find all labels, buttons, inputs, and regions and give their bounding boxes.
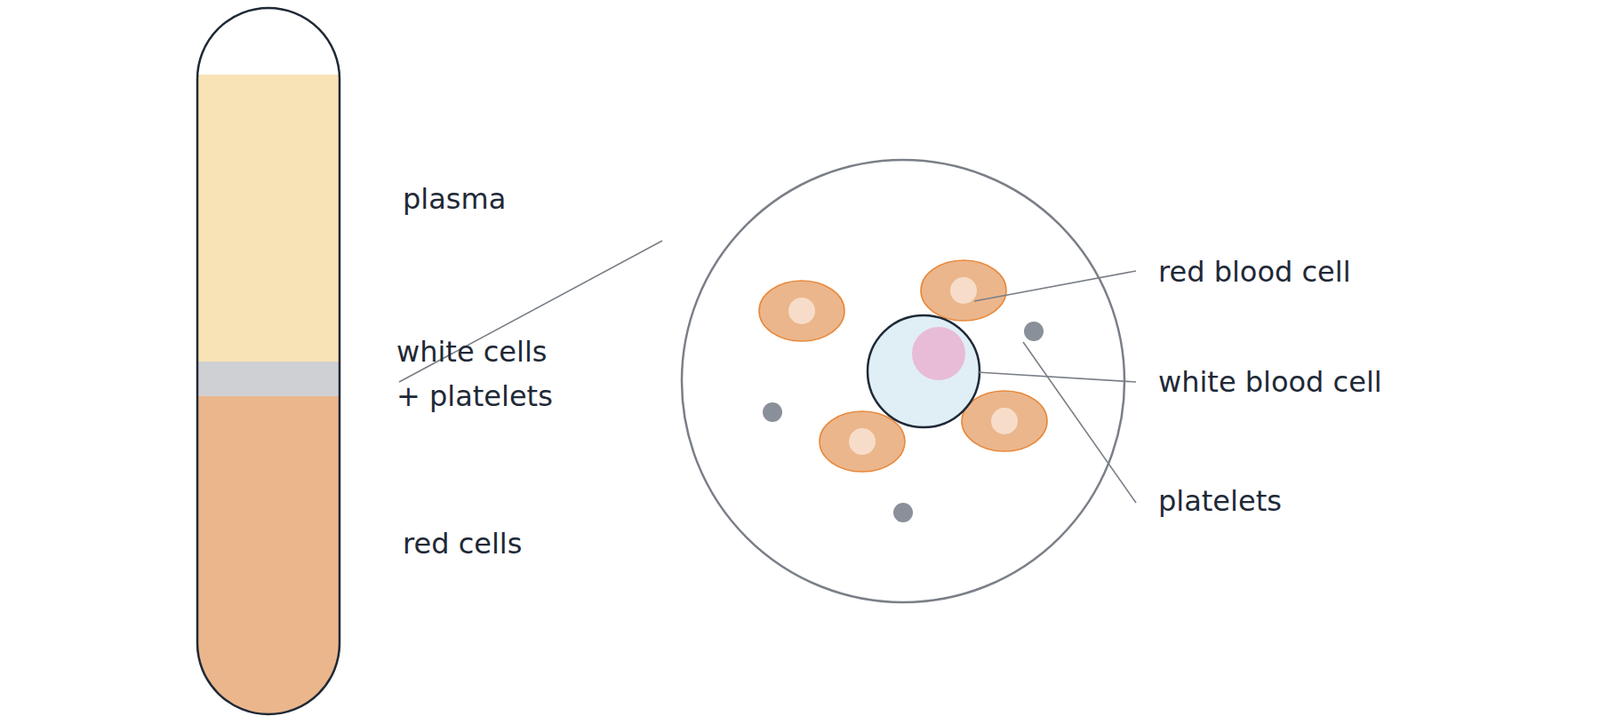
cell-center	[991, 408, 1018, 435]
leader-line	[977, 372, 1136, 383]
red-cell-band	[197, 396, 340, 715]
red-blood-cell	[759, 280, 845, 342]
red-blood-cell	[819, 411, 905, 472]
leader-line	[974, 271, 1136, 302]
magnified-view	[681, 160, 1125, 603]
plasma-band	[197, 74, 340, 363]
cell-center	[950, 277, 977, 304]
part-label: white blood cell	[1158, 360, 1383, 405]
part-label: white cells + platelets	[396, 329, 566, 419]
part-label: red blood cell	[1158, 249, 1352, 295]
platelet	[1024, 321, 1044, 342]
white-blood-cell	[867, 315, 980, 428]
red-blood-cell	[920, 260, 1007, 321]
nucleus	[912, 327, 966, 381]
red-blood-cell	[961, 391, 1048, 452]
platelet	[762, 402, 783, 423]
part-label: plasma	[402, 176, 506, 222]
red-blood-cells	[759, 260, 1048, 472]
test-tube	[197, 8, 340, 715]
buffy-coat-band	[197, 361, 340, 398]
cell-center	[848, 428, 876, 456]
cell-center	[788, 297, 816, 325]
part-label: platelets	[1158, 479, 1282, 524]
platelet	[893, 503, 913, 523]
leader-line	[1023, 342, 1136, 504]
part-label: red cells	[402, 521, 522, 567]
